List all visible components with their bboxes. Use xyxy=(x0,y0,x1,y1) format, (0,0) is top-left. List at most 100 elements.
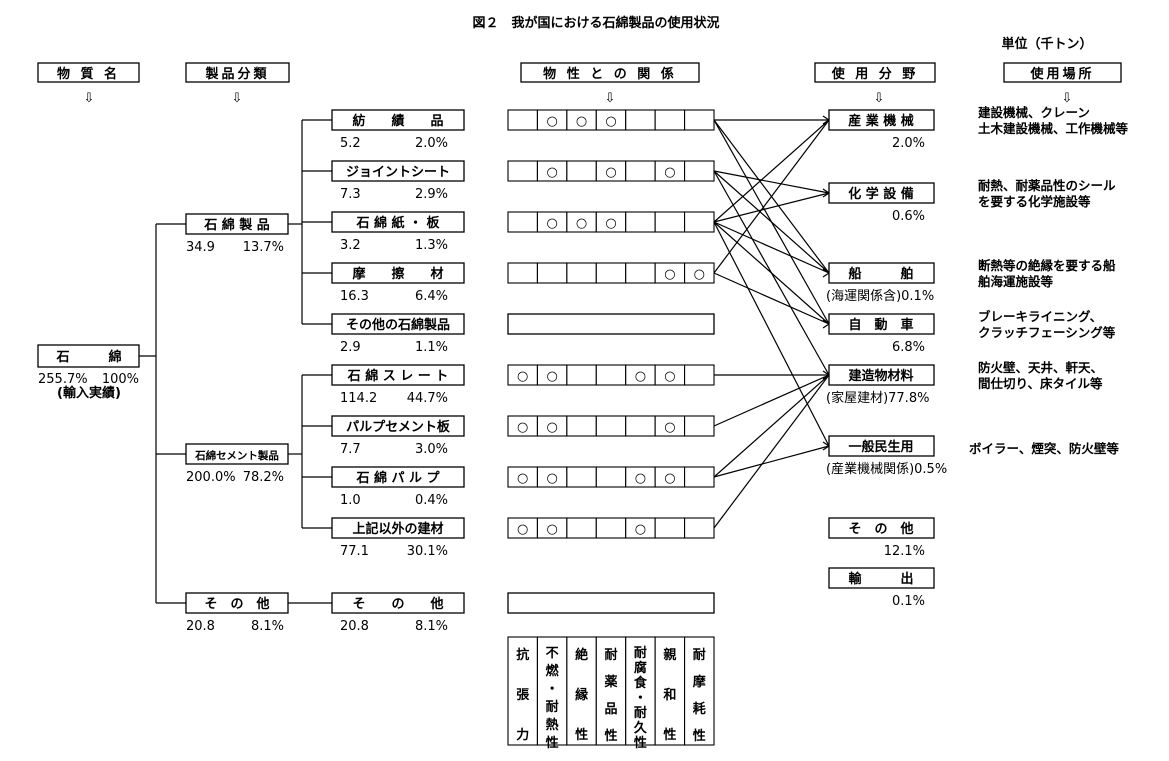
property-column-char-1-5: 性 xyxy=(546,735,559,751)
product-pct-9: 8.1% xyxy=(415,619,448,634)
property-column-char-6-2: 耗 xyxy=(693,701,706,717)
property-mark-7-4: ○ xyxy=(635,471,646,486)
property-cell-5-3 xyxy=(595,364,627,386)
property-mark-0-1: ○ xyxy=(546,114,557,129)
property-cell-0-4 xyxy=(625,109,656,131)
product-value-5: 114.2 xyxy=(340,391,377,406)
product-pct-0: 2.0% xyxy=(415,136,448,151)
link-7-5 xyxy=(713,445,830,478)
property-cell-1-2 xyxy=(566,160,597,182)
product-box-4 xyxy=(331,313,465,335)
product-box-8 xyxy=(331,517,465,539)
property-column-char-1-0: 不 xyxy=(546,646,559,661)
property-field-links xyxy=(713,115,831,529)
link-2-0 xyxy=(713,119,830,223)
property-cell-3-4 xyxy=(625,262,656,284)
property-mark-0-2: ○ xyxy=(576,114,587,129)
root-box xyxy=(37,344,140,368)
category-pct-0: 13.7% xyxy=(243,240,284,255)
property-row-empty-9 xyxy=(507,592,715,614)
category-label-0: 石 綿 製 品 xyxy=(203,217,270,233)
field-box-6 xyxy=(828,517,935,539)
header-properties: 物 性 と の 関 係 xyxy=(543,66,677,82)
link-2-3 xyxy=(713,221,830,325)
field-place-1-0: 耐熱、耐薬品性のシール xyxy=(978,178,1116,193)
property-cell-0-6 xyxy=(684,109,715,131)
root-label: 石 綿 xyxy=(55,349,121,365)
property-column-char-2-0: 絶 xyxy=(574,647,588,663)
property-cell-8-5 xyxy=(654,517,686,539)
field-label-7: 輸 出 xyxy=(848,571,913,587)
product-pct-6: 3.0% xyxy=(415,442,448,457)
category-label-2: そ の 他 xyxy=(204,596,269,612)
property-column-box-0 xyxy=(507,636,538,746)
property-mark-1-5: ○ xyxy=(664,165,675,180)
field-place-4-1: 間仕切り、床タイル等 xyxy=(978,376,1103,391)
product-value-1: 7.3 xyxy=(340,187,361,202)
property-column-char-5-1: 和 xyxy=(663,687,676,703)
field-label-5: 一般民生用 xyxy=(848,439,913,455)
header-category: 製品分類 xyxy=(204,66,269,82)
property-cell-3-0 xyxy=(507,262,538,284)
link-2-1 xyxy=(713,192,830,223)
property-cell-2-4 xyxy=(625,211,656,233)
property-mark-0-3: ○ xyxy=(605,114,616,129)
product-box-3 xyxy=(331,262,465,284)
property-column-char-4-1: 腐 xyxy=(634,660,647,676)
property-mark-7-5: ○ xyxy=(664,471,675,486)
property-column-char-3-0: 耐 xyxy=(604,647,617,663)
link-1-2 xyxy=(713,170,830,274)
field-place-0-1: 土木建設機械、工作機械等 xyxy=(978,121,1129,136)
property-mark-5-4: ○ xyxy=(635,369,646,384)
category-box-2 xyxy=(185,592,289,614)
product-value-7: 1.0 xyxy=(340,493,361,508)
product-pct-8: 30.1% xyxy=(407,544,448,559)
field-box-1 xyxy=(828,182,935,204)
field-label-4: 建造物材料 xyxy=(848,368,913,384)
property-column-char-1-3: 耐 xyxy=(546,699,559,715)
link-6-4 xyxy=(713,374,830,427)
property-column-box-6 xyxy=(684,636,715,746)
product-label-2: 石 綿 紙 ・ 板 xyxy=(355,215,440,231)
header-arrow-4: ⇩ xyxy=(1062,91,1073,106)
product-label-8: 上記以外の建材 xyxy=(352,521,443,537)
product-value-0: 5.2 xyxy=(340,136,361,151)
field-place-1-1: を要する化学施設等 xyxy=(978,194,1091,209)
product-pct-7: 0.4% xyxy=(415,493,448,508)
property-mark-2-1: ○ xyxy=(546,216,557,231)
property-mark-5-5: ○ xyxy=(664,369,675,384)
property-cell-6-4 xyxy=(625,415,656,437)
property-cell-7-6 xyxy=(684,466,715,488)
product-label-1: ジョイントシート xyxy=(346,165,450,180)
property-cell-3-1 xyxy=(536,262,568,284)
property-cell-6-6 xyxy=(684,415,715,437)
product-box-6 xyxy=(331,415,465,437)
property-column-char-6-3: 性 xyxy=(693,728,706,744)
property-cell-3-2 xyxy=(566,262,597,284)
field-label-1: 化 学 設 備 xyxy=(848,186,914,202)
property-mark-6-1: ○ xyxy=(546,420,557,435)
property-column-char-4-0: 耐 xyxy=(634,645,647,661)
property-column-char-3-1: 薬 xyxy=(603,674,618,690)
property-cell-7-3 xyxy=(595,466,627,488)
property-column-char-5-0: 親 xyxy=(663,647,676,663)
property-column-char-3-2: 品 xyxy=(604,702,617,717)
property-column-char-1-4: 熱 xyxy=(546,717,559,733)
property-cell-6-2 xyxy=(566,415,597,437)
product-box-9 xyxy=(331,592,465,614)
header-field-box xyxy=(814,62,936,83)
property-column-char-4-3: ・ xyxy=(634,691,647,706)
category-pct-1: 78.2% xyxy=(243,470,284,485)
product-pct-4: 1.1% xyxy=(415,340,448,355)
property-column-box-2 xyxy=(566,636,597,746)
root-value: 255.7% xyxy=(38,372,88,387)
product-pct-1: 2.9% xyxy=(415,187,448,202)
property-column-char-4-5: 久 xyxy=(634,720,648,736)
field-box-4 xyxy=(828,364,935,386)
property-mark-8-1: ○ xyxy=(546,522,557,537)
property-column-char-5-2: 性 xyxy=(663,727,676,743)
field-box-3 xyxy=(828,313,935,335)
field-sub-4: (家屋建材)77.8% xyxy=(826,390,929,406)
field-place-3-0: ブレーキライニング、 xyxy=(978,309,1102,324)
